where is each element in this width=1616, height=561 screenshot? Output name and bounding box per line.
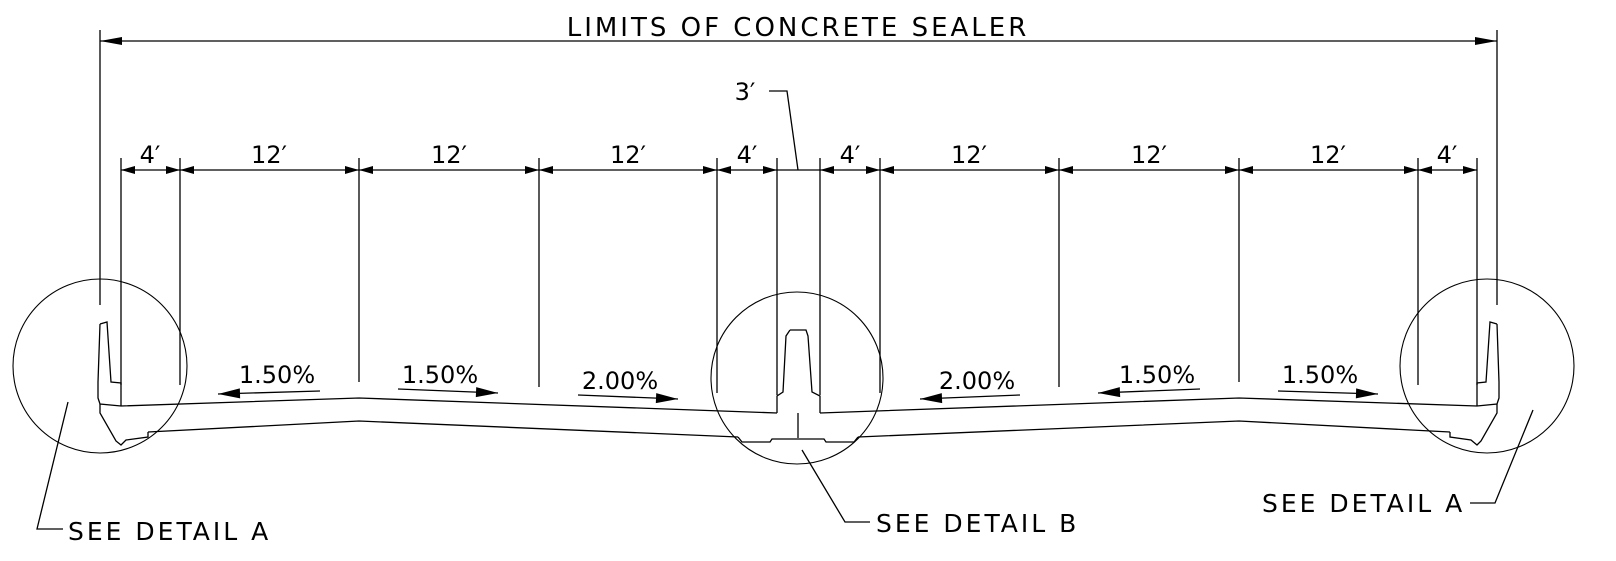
dimension-arrowhead — [1463, 166, 1477, 174]
lane-dimension-labels: 4′ 12′ 12′ 12′ 4′ 4′ 12′ 12′ 12′ 4′ — [140, 141, 1458, 169]
dimension-arrowhead — [1418, 166, 1432, 174]
deck-top-right — [819, 397, 1478, 414]
lane-extension-lines — [120, 158, 1478, 395]
dimension-arrowhead — [1225, 166, 1239, 174]
detail-a-left-leader — [36, 401, 69, 530]
limits-arrow-right — [1475, 37, 1497, 45]
dimension-label: 4′ — [1437, 141, 1458, 169]
overhang-right — [1449, 404, 1498, 446]
slope-label: 2.00% — [582, 367, 658, 395]
slope-arrowhead — [920, 393, 943, 404]
detail-a-right-leader — [1470, 409, 1534, 504]
dimension-label: 12′ — [1310, 141, 1346, 169]
detail-b-label: SEE DETAIL B — [876, 509, 1079, 538]
detail-callouts: SEE DETAIL A SEE DETAIL B SEE DETAIL A — [12, 278, 1575, 546]
overhang-left — [99, 404, 149, 446]
median-barrier — [776, 329, 821, 413]
detail-b-leader — [801, 449, 870, 523]
dimension-label: 12′ — [431, 141, 467, 169]
slope-label: 1.50% — [239, 361, 315, 389]
deck-top-left — [120, 397, 778, 414]
deck-section — [97, 321, 1500, 446]
slope-arrowhead — [1355, 388, 1378, 399]
deck-bottom-left — [147, 420, 739, 438]
dimension-arrowhead — [539, 166, 553, 174]
detail-a-circle-left — [12, 278, 188, 454]
dimension-arrowhead — [1045, 166, 1059, 174]
dimension-label: 12′ — [1131, 141, 1167, 169]
barrier-right — [1476, 321, 1500, 407]
slope-label: 1.50% — [1119, 361, 1195, 389]
slope-arrowhead — [475, 387, 498, 398]
dimension-arrowhead — [1059, 166, 1073, 174]
dimension-label: 12′ — [951, 141, 987, 169]
limits-dimension: LIMITS OF CONCRETE SEALER — [99, 13, 1498, 305]
slope-arrows — [217, 387, 1379, 404]
dimension-arrowhead — [880, 166, 894, 174]
slope-annotations: 1.50% 1.50% 2.00% 2.00% 1.50% 1.50% — [239, 361, 1358, 395]
slope-arrowhead — [1098, 387, 1121, 398]
dimension-arrowhead — [1404, 166, 1418, 174]
dimension-label: 12′ — [610, 141, 646, 169]
dimension-arrowhead — [359, 166, 373, 174]
dimension-label: 4′ — [140, 141, 161, 169]
dimension-arrowhead — [1239, 166, 1253, 174]
barrier-left — [97, 321, 122, 407]
detail-a-circle-right — [1399, 278, 1575, 454]
dimension-arrowhead — [866, 166, 880, 174]
dimension-arrowhead — [703, 166, 717, 174]
dimension-arrowhead — [121, 166, 135, 174]
detail-a-left-label: SEE DETAIL A — [68, 517, 271, 546]
dimension-label: 4′ — [840, 141, 861, 169]
limits-arrow-left — [100, 37, 122, 45]
dimension-arrowhead — [717, 166, 731, 174]
dimension-label: 12′ — [251, 141, 287, 169]
median-dimension-leader — [769, 90, 799, 171]
median-dimension: 3′ — [735, 78, 799, 171]
dimension-arrowhead — [820, 166, 834, 174]
median-dimension-label: 3′ — [735, 78, 756, 106]
deck-bottom-right — [857, 420, 1451, 438]
dimension-arrowhead — [180, 166, 194, 174]
detail-a-right-label: SEE DETAIL A — [1262, 489, 1465, 518]
detail-b-circle — [710, 291, 884, 465]
slope-label: 2.00% — [939, 367, 1015, 395]
dimension-arrowhead — [166, 166, 180, 174]
median-bottom — [737, 436, 859, 443]
dimension-arrowhead — [525, 166, 539, 174]
dimension-label: 4′ — [737, 141, 758, 169]
slope-arrowhead — [218, 388, 241, 399]
dimension-arrowhead — [763, 166, 777, 174]
slope-arrowhead — [655, 393, 678, 404]
limits-title: LIMITS OF CONCRETE SEALER — [567, 13, 1030, 43]
lane-dimension-arrows — [121, 166, 1477, 174]
slope-label: 1.50% — [1282, 361, 1358, 389]
dimension-arrowhead — [345, 166, 359, 174]
slope-label: 1.50% — [402, 361, 478, 389]
